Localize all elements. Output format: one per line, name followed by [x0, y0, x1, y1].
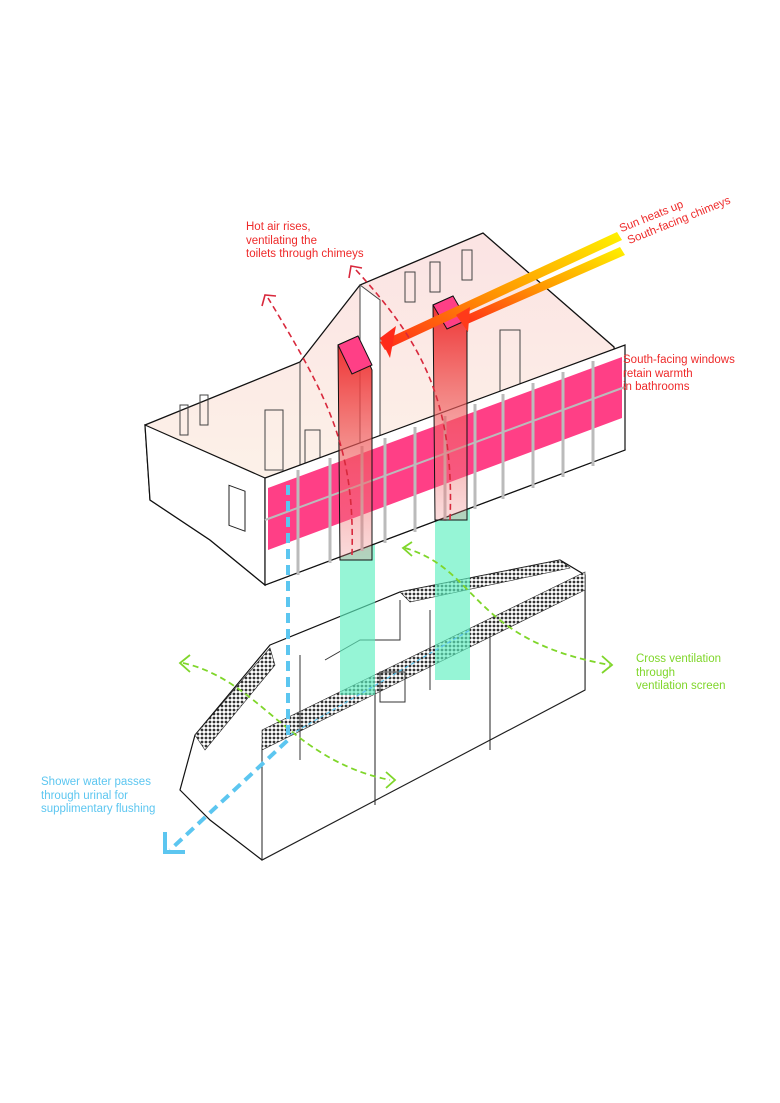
- shower-water-label: Shower water passes through urinal for s…: [41, 776, 156, 815]
- arrow-head-icon: [163, 832, 185, 854]
- cross-ventilation-arrows: [182, 547, 611, 781]
- shower-water-flow: [163, 485, 471, 854]
- ventilation-screen: [261, 571, 586, 751]
- windows-label: South-facing windows retain warmth in ba…: [623, 354, 735, 393]
- arrow-head-icon: [380, 326, 396, 358]
- upper-floor-block: [144, 232, 626, 587]
- cross-ventilation-label: Cross ventilation through ventilation sc…: [636, 653, 726, 692]
- hot-air-label: Hot air rises, ventilating the toilets t…: [246, 221, 364, 260]
- lower-floor-block: [179, 559, 586, 861]
- arrow-head-icon: [456, 307, 470, 332]
- sun-rays: [380, 232, 625, 358]
- hot-air-arrows: [267, 269, 452, 556]
